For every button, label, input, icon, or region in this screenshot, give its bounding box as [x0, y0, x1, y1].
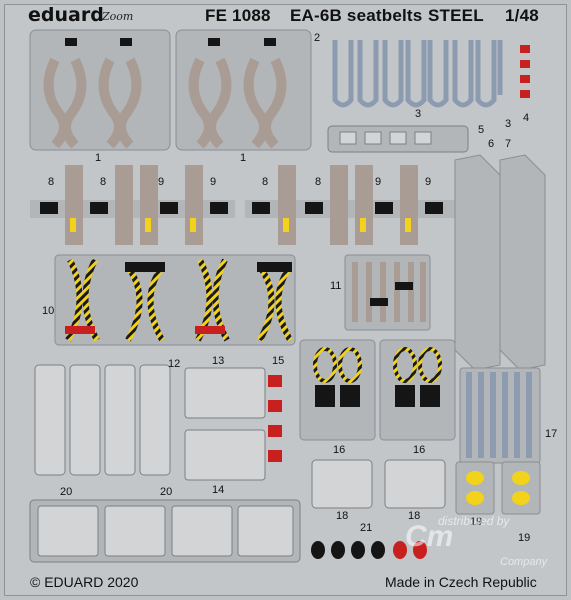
- watermark-line1: distributed by: [438, 514, 510, 528]
- part-label-8d: 8: [315, 176, 322, 188]
- part-label-6: 6: [488, 138, 495, 150]
- watermark-logo: Cm: [405, 520, 454, 553]
- part-8-9-belts-left: [30, 165, 235, 245]
- part-20-pads: [29, 499, 301, 563]
- part-label-9d: 9: [425, 176, 432, 188]
- origin-text: Made in Czech Republic: [385, 574, 537, 590]
- part-label-8c: 8: [262, 176, 269, 188]
- scale-label: 1/48: [505, 6, 539, 25]
- part-label-10: 10: [42, 305, 55, 317]
- part-label-20b: 20: [160, 486, 173, 498]
- part-label-16b: 16: [413, 444, 426, 456]
- part-17-straps: [459, 367, 541, 464]
- part-label-15: 15: [272, 355, 285, 367]
- part-label-21: 21: [360, 522, 373, 534]
- part-label-1: 1: [95, 152, 102, 164]
- series-logo: Zoom: [102, 10, 134, 23]
- part-11-belts: [344, 254, 431, 331]
- part-label-1b: 1: [240, 152, 247, 164]
- part-label-12: 12: [168, 358, 181, 370]
- part-1-left: [29, 29, 171, 151]
- part-3-loops: [427, 40, 503, 108]
- part-label-8b: 8: [100, 176, 107, 188]
- part-5-strip: [327, 125, 469, 153]
- material-label: STEEL: [428, 6, 484, 25]
- part-label-3b: 3: [505, 118, 512, 130]
- part-12-seat-pads: [34, 364, 171, 476]
- part-15-buckles: [268, 375, 282, 462]
- copyright-text: © EDUARD 2020: [30, 574, 139, 590]
- part-label-18: 18: [336, 510, 349, 522]
- product-title: EA-6B seatbelts: [290, 6, 423, 25]
- part-label-9c: 9: [375, 176, 382, 188]
- part-14-plates: [184, 429, 266, 481]
- part-label-14: 14: [212, 484, 225, 496]
- part-label-9: 9: [158, 176, 165, 188]
- part-2-loops: [332, 40, 427, 108]
- watermark-line3: Company: [500, 556, 548, 568]
- part-label-7: 7: [505, 138, 512, 150]
- product-code: FE 1088: [205, 6, 271, 25]
- part-label-18b: 18: [408, 510, 421, 522]
- part-label-9b: 9: [210, 176, 217, 188]
- part-4-buckles: [520, 45, 530, 98]
- part-13-plates: [184, 367, 266, 419]
- part-label-11: 11: [330, 280, 342, 292]
- part-6-7-panels: [454, 154, 546, 371]
- part-label-19: 19: [470, 516, 483, 528]
- part-label-2: 2: [314, 32, 321, 44]
- part-10-harness: [54, 254, 296, 346]
- part-21-beads: [311, 541, 427, 559]
- part-8-9-belts-right: [245, 165, 460, 245]
- part-16-harness: [299, 339, 456, 441]
- part-label-16: 16: [333, 444, 346, 456]
- part-1-right: [175, 29, 312, 151]
- part-label-4: 4: [523, 112, 530, 124]
- part-19-yellow: [455, 461, 541, 515]
- part-label-3: 3: [415, 108, 422, 120]
- part-label-13: 13: [212, 355, 225, 367]
- part-label-8: 8: [48, 176, 55, 188]
- part-label-20: 20: [60, 486, 73, 498]
- brand-logo: eduard: [28, 4, 104, 26]
- part-18-clips: [311, 459, 446, 509]
- part-label-5: 5: [478, 124, 485, 136]
- part-label-19b: 19: [518, 532, 531, 544]
- part-label-17: 17: [545, 428, 558, 440]
